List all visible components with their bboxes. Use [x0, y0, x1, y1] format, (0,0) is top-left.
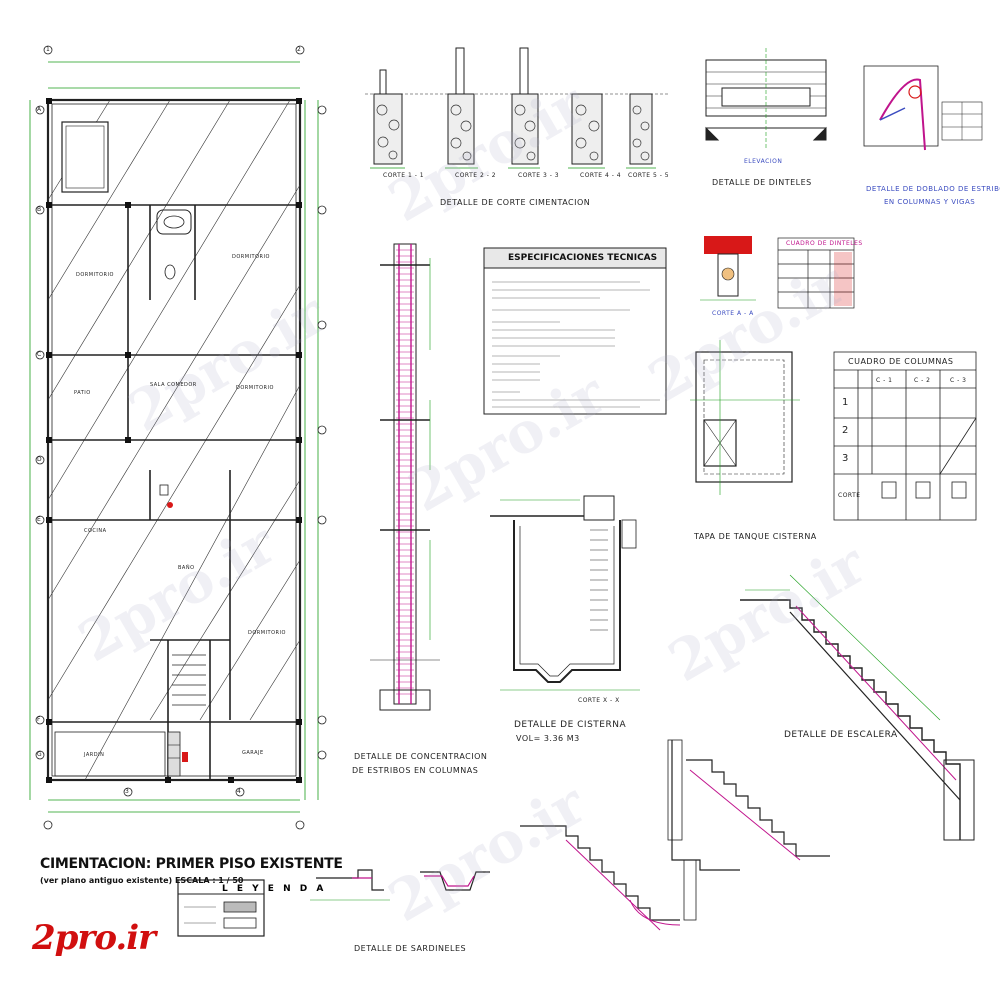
plan-stair [172, 654, 206, 706]
stair-title: DETALLE DE ESCALERA [784, 730, 898, 740]
axis-label: C [37, 351, 42, 358]
cistern-title: DETALLE DE CISTERNA [514, 720, 627, 730]
column-stirrup-detail [370, 243, 440, 711]
section-label-3: CORTE 3 - 3 [518, 172, 560, 179]
spec-title: ESPECIFICACIONES TECNICAS [508, 253, 658, 263]
axis-label: 4 [237, 788, 242, 795]
col-row-corte: CORTE [838, 492, 861, 499]
legend-title: L E Y E N D A [222, 884, 327, 894]
section-label-5: CORTE 5 - 5 [628, 172, 670, 179]
foundation-sections [365, 47, 670, 169]
lintel-detail-title: DETALLE DE DINTELES [712, 178, 812, 187]
axis-label: E [37, 516, 42, 523]
section-label-2: CORTE 2 - 2 [455, 172, 497, 179]
section-label-1: CORTE 1 - 1 [383, 172, 425, 179]
axis-label: G [37, 751, 43, 758]
col-row-2: 2 [842, 425, 849, 436]
section-aa [700, 236, 756, 301]
concentration-title-1: DETALLE DE CONCENTRACION [354, 752, 488, 761]
axis-label: F [37, 716, 41, 723]
plan-columns [46, 98, 302, 783]
tank-cover [690, 340, 800, 495]
lintel-detail [705, 48, 827, 150]
stirrup-title-2: EN COLUMNAS Y VIGAS [884, 198, 976, 206]
room-label: COCINA [84, 528, 107, 534]
room-label: PATIO [74, 390, 91, 396]
section-label-4: CORTE 4 - 4 [580, 172, 622, 179]
axis-label: A [37, 106, 42, 113]
elevation-label: ELEVACION [744, 158, 783, 165]
concentration-title-2: DE ESTRIBOS EN COLUMNAS [352, 766, 479, 775]
lintel-table [777, 237, 855, 309]
interior-walls [48, 121, 300, 780]
room-label: SALA COMEDOR [150, 382, 197, 388]
stair-detail-bottom [520, 825, 697, 931]
stirrup-bending-detail [863, 65, 983, 151]
col-header-c1: C - 1 [876, 377, 893, 384]
plan-dimensions [29, 61, 319, 813]
room-label: JARDIN [84, 752, 105, 758]
tank-cover-title: TAPA DE TANQUE CISTERNA [694, 532, 817, 541]
room-label: DORMITORIO [232, 254, 270, 260]
section-aa-label: CORTE A - A [712, 310, 754, 317]
sheet-subtitle: (ver plano antiguo existente) ESCALA : 1… [40, 876, 244, 885]
technical-spec-box [483, 247, 667, 415]
stirrup-title-1: DETALLE DE DOBLADO DE ESTRIBOS [866, 185, 1000, 193]
site-logo: 2pro.ir [32, 918, 156, 958]
axis-label: B [37, 206, 42, 213]
columns-table-title: CUADRO DE COLUMNAS [848, 357, 954, 366]
room-label: DORMITORIO [248, 630, 286, 636]
floor-plan [29, 45, 327, 830]
lintel-table-title: CUADRO DE DINTELES [786, 240, 863, 247]
col-row-3: 3 [842, 453, 849, 464]
stair-detail-lower [667, 739, 830, 871]
axis-markers [35, 45, 327, 830]
stone-fill [376, 104, 650, 161]
axis-label: D [37, 456, 43, 463]
room-label: DORMITORIO [76, 272, 114, 278]
axis-label: 3 [125, 788, 130, 795]
legend-box [177, 879, 265, 937]
axis-label: 2 [297, 46, 302, 53]
foundation-sections-title: DETALLE DE CORTE CIMENTACION [440, 198, 591, 207]
room-label: GARAJE [242, 750, 264, 756]
room-label: DORMITORIO [236, 385, 274, 391]
curb-detail [310, 869, 490, 901]
cistern-section-label: CORTE X - X [578, 697, 620, 704]
room-label: BAÑO [178, 565, 195, 571]
stair-detail-main [740, 574, 975, 841]
curb-title: DETALLE DE SARDINELES [354, 944, 467, 953]
cistern-volume: VOL= 3.36 M3 [516, 734, 580, 743]
cistern-detail [490, 495, 640, 691]
col-header-c3: C - 3 [950, 377, 967, 384]
col-header-c2: C - 2 [914, 377, 931, 384]
plan-hatch [47, 99, 301, 781]
sheet-title: CIMENTACION: PRIMER PISO EXISTENTE [40, 856, 343, 872]
axis-label: 1 [46, 46, 51, 53]
col-row-1: 1 [842, 397, 849, 408]
columns-table [833, 351, 977, 521]
